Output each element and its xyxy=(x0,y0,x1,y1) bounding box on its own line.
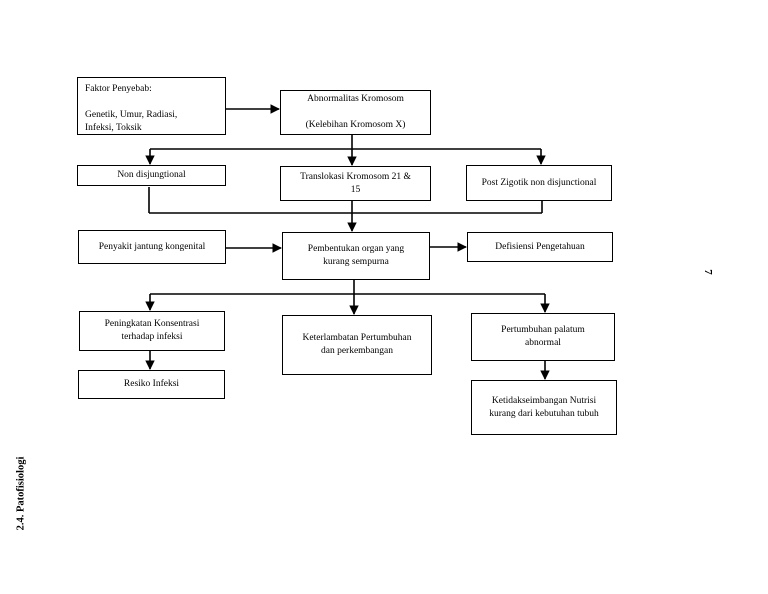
node-text-line: kurang dari kebutuhan tubuh xyxy=(489,408,599,419)
node-text-line: Ketidakseimbangan Nutrisi xyxy=(491,395,597,406)
node-text-line: kurang sempurna xyxy=(323,257,389,267)
node-text-line: Pembentukan organ yang xyxy=(307,244,405,254)
node-pertumbuhan-palatum: Pertumbuhan palatum abnormal xyxy=(471,313,615,361)
node-text-line xyxy=(85,96,87,109)
node-text-line: Peningkatan Konsentrasi xyxy=(104,319,200,329)
node-text-line: Infeksi, Toksik xyxy=(85,123,142,133)
node-text-line: (Kelebihan Kromosom X) xyxy=(305,120,406,130)
node-text-line: Resiko Infeksi xyxy=(123,379,180,389)
node-translokasi-kromosom: Translokasi Kromosom 21 & 15 xyxy=(280,166,431,201)
node-text-line: Defisiensi Pengetahuan xyxy=(495,241,585,252)
node-text-line: Faktor Penyebab: xyxy=(85,84,152,94)
node-text-line xyxy=(354,106,356,119)
node-text-line: Penyakit jantung kongenital xyxy=(98,241,206,252)
node-text-line: Pertumbuhan palatum xyxy=(501,325,585,335)
node-pembentukan-organ: Pembentukan organ yang kurang sempurna xyxy=(282,232,430,280)
page-number: 7 xyxy=(701,269,714,275)
node-text-line: Genetik, Umur, Radiasi, xyxy=(85,110,178,120)
node-text-line: 15 xyxy=(350,184,361,195)
node-abnormalitas-kromosom: Abnormalitas Kromosom (Kelebihan Kromoso… xyxy=(280,90,431,135)
node-defisiensi-pengetahuan: Defisiensi Pengetahuan xyxy=(467,232,613,262)
node-faktor-penyebab: Faktor Penyebab: Genetik, Umur, Radiasi,… xyxy=(77,77,226,135)
node-resiko-infeksi: Resiko Infeksi xyxy=(78,370,225,399)
node-text-line: Abnormalitas Kromosom xyxy=(307,94,404,104)
node-text-line: Non disjungtional xyxy=(117,170,186,180)
node-text-line: Translokasi Kromosom 21 & xyxy=(300,171,411,182)
node-peningkatan-konsentrasi: Peningkatan Konsentrasi terhadap infeksi xyxy=(79,311,225,351)
node-text-line: Post Zigotik non disjunctional xyxy=(481,177,597,188)
node-ketidakseimbangan-nutrisi: Ketidakseimbangan Nutrisi kurang dari keb… xyxy=(471,380,617,435)
node-text-line: terhadap infeksi xyxy=(121,332,183,342)
node-penyakit-jantung: Penyakit jantung kongenital xyxy=(78,230,226,264)
node-post-zigotik: Post Zigotik non disjunctional xyxy=(466,165,612,201)
node-non-disjungtional: Non disjungtional xyxy=(77,165,226,186)
node-text-line: dan perkembangan xyxy=(320,346,393,356)
node-text-line: Keterlambatan Pertumbuhan xyxy=(302,333,412,343)
node-text-line: abnormal xyxy=(525,338,561,348)
node-keterlambatan-pertumbuhan: Keterlambatan Pertumbuhan dan perkembanga… xyxy=(282,315,432,375)
section-label: 2.4. Patofisiologi xyxy=(15,456,27,531)
